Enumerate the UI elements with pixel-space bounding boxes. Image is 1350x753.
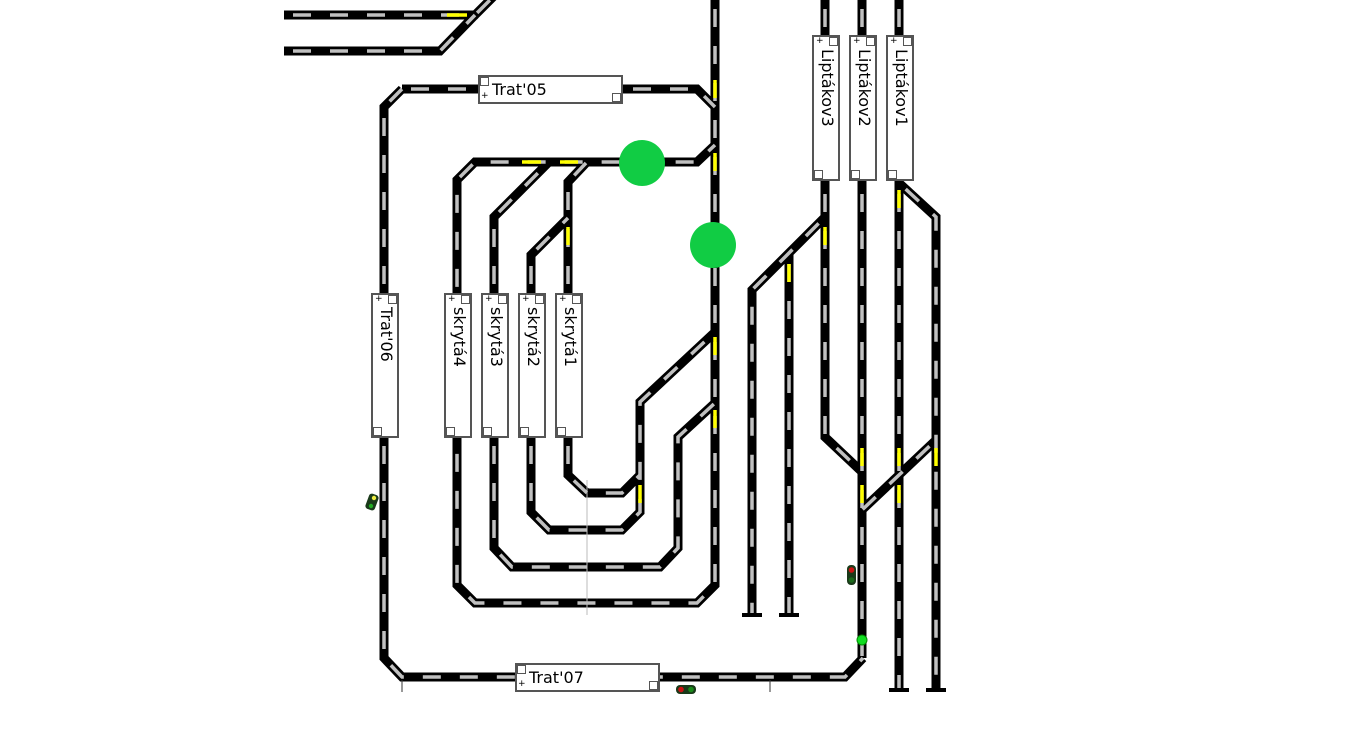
plus-icon: + <box>890 36 898 46</box>
block-skryta4[interactable]: + skrytá4 <box>444 293 472 438</box>
signal-lamp-green <box>848 577 855 583</box>
signal-lamp-yellow <box>371 495 377 501</box>
corner-handle[interactable] <box>829 37 838 46</box>
rail-section <box>823 0 864 474</box>
rail-section <box>529 216 570 293</box>
block-trat05[interactable]: + Trat'05 <box>478 75 623 104</box>
station-marker-icon[interactable] <box>619 140 665 186</box>
corner-handle[interactable] <box>373 427 382 436</box>
block-liptakov1[interactable]: + Liptákov1 <box>886 35 914 181</box>
corner-handle[interactable] <box>535 295 544 304</box>
corner-handle[interactable] <box>888 170 897 179</box>
corner-handle[interactable] <box>866 37 875 46</box>
rail-section <box>382 87 404 293</box>
corner-handle[interactable] <box>520 427 529 436</box>
rail-section <box>750 215 827 615</box>
block-skryta3[interactable]: + skrytá3 <box>481 293 509 438</box>
corner-handle[interactable] <box>498 295 507 304</box>
block-label: skrytá2 <box>524 307 543 367</box>
plus-icon: + <box>481 91 489 101</box>
block-label: Liptákov3 <box>818 49 837 127</box>
corner-handle[interactable] <box>903 37 912 46</box>
track-segment[interactable] <box>284 0 497 20</box>
track-segment[interactable] <box>563 159 590 293</box>
plus-icon: + <box>816 36 824 46</box>
rail-section <box>382 437 865 679</box>
corner-handle[interactable] <box>480 77 489 86</box>
track-segment[interactable] <box>489 159 552 293</box>
corner-handle[interactable] <box>814 170 823 179</box>
signal-lamp-red <box>848 567 855 573</box>
signal-icon[interactable] <box>365 493 380 511</box>
plus-icon: + <box>375 294 383 304</box>
block-trat06[interactable]: + Trat'06 <box>371 293 399 438</box>
plus-icon: + <box>559 294 567 304</box>
rail-section <box>566 437 642 495</box>
rail-section <box>860 438 938 512</box>
plus-icon: + <box>485 294 493 304</box>
corner-handle[interactable] <box>483 427 492 436</box>
block-label: Liptákov2 <box>855 49 874 127</box>
rail-section <box>492 161 550 293</box>
block-skryta2[interactable]: + skrytá2 <box>518 293 546 438</box>
block-label: Trat'06 <box>377 307 396 362</box>
block-skryta1[interactable]: + skrytá1 <box>555 293 583 438</box>
corner-handle[interactable] <box>461 295 470 304</box>
plus-icon: + <box>853 36 861 46</box>
rail-section <box>897 181 938 690</box>
block-label: skrytá3 <box>487 307 506 367</box>
plus-icon: + <box>448 294 456 304</box>
station-marker-icon[interactable] <box>690 222 736 268</box>
block-liptakov3[interactable]: + Liptákov3 <box>812 35 840 181</box>
rail-section <box>284 0 493 17</box>
signal-lamp-green <box>688 686 694 693</box>
corner-handle[interactable] <box>851 170 860 179</box>
block-label: skrytá4 <box>450 307 469 367</box>
corner-handle[interactable] <box>517 665 526 674</box>
rail-section <box>284 13 477 53</box>
plus-icon: + <box>522 294 530 304</box>
block-label: Trat'05 <box>492 80 547 99</box>
plus-icon: + <box>518 679 526 689</box>
rail-section <box>566 161 588 293</box>
corner-handle[interactable] <box>388 295 397 304</box>
track-segment[interactable] <box>379 85 406 293</box>
rail-section <box>529 330 717 532</box>
signal-green-icon[interactable] <box>856 634 868 646</box>
block-trat07[interactable]: + Trat'07 <box>515 663 660 692</box>
rail-section <box>492 401 717 569</box>
corner-handle[interactable] <box>649 681 658 690</box>
corner-handle[interactable] <box>572 295 581 304</box>
signal-lamp-red <box>678 686 684 693</box>
track-segment[interactable] <box>526 214 572 293</box>
signal-lamp-green <box>368 503 374 509</box>
block-label: Liptákov1 <box>892 49 911 127</box>
corner-handle[interactable] <box>612 93 621 102</box>
block-label: skrytá1 <box>561 307 580 367</box>
track-segment[interactable] <box>895 179 941 690</box>
corner-handle[interactable] <box>446 427 455 436</box>
block-label: Trat'07 <box>529 668 584 687</box>
corner-handle[interactable] <box>557 427 566 436</box>
block-liptakov2[interactable]: + Liptákov2 <box>849 35 877 181</box>
